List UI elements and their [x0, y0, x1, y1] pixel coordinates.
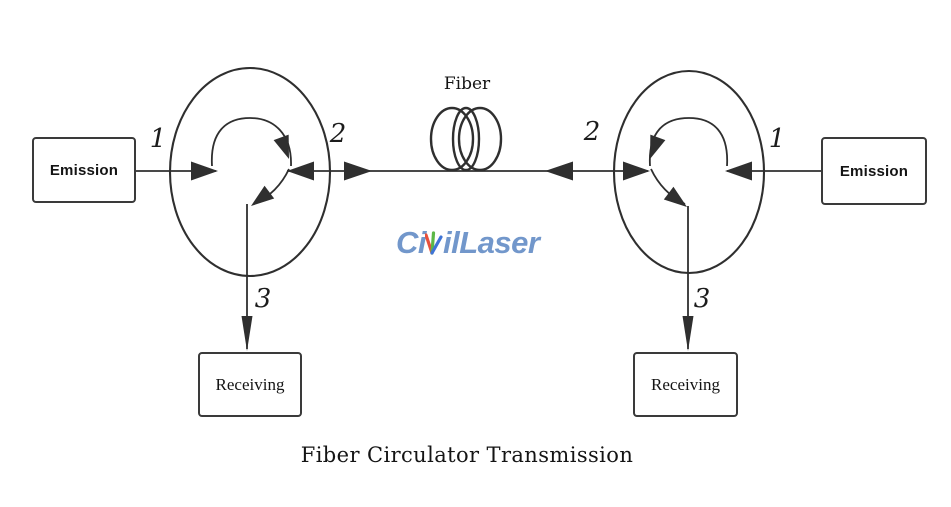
port-label-right-1: 1 [768, 124, 786, 154]
logo-v-icon [425, 231, 443, 255]
receiving-label-right: Receiving [651, 374, 720, 394]
emission-box-right: Emission [821, 137, 927, 205]
receiving-label-left: Receiving [215, 374, 285, 394]
port-label-left-2: 2 [329, 119, 347, 149]
civillaser-watermark: Ci il Laser [396, 224, 540, 260]
watermark-text-laser: Laser [459, 225, 540, 260]
receiving-box-left: Receiving [198, 352, 302, 417]
emission-box-left: Emission [32, 137, 136, 203]
receiving-box-right: Receiving [633, 352, 738, 417]
left-circulator-internals [191, 117, 314, 351]
port-label-left-3: 3 [254, 284, 272, 314]
right-circulator-internals [623, 117, 752, 351]
fiber-coil [429, 106, 503, 172]
port-label-left-1: 1 [149, 124, 167, 154]
diagram-caption: Fiber Circulator Transmission [300, 443, 634, 467]
port-label-right-2: 2 [583, 117, 601, 147]
watermark-text-ci: Ci [396, 225, 427, 260]
fiber-coil-label: Fiber [443, 74, 491, 94]
fiber-span-arrows [344, 161, 573, 181]
watermark-text-il: il [443, 225, 460, 260]
left-circulator-ellipse [168, 66, 332, 278]
emission-label-right: Emission [839, 162, 909, 180]
port-label-right-3: 3 [693, 284, 711, 314]
emission-label-left: Emission [49, 161, 119, 179]
right-circulator-ellipse [612, 69, 766, 275]
